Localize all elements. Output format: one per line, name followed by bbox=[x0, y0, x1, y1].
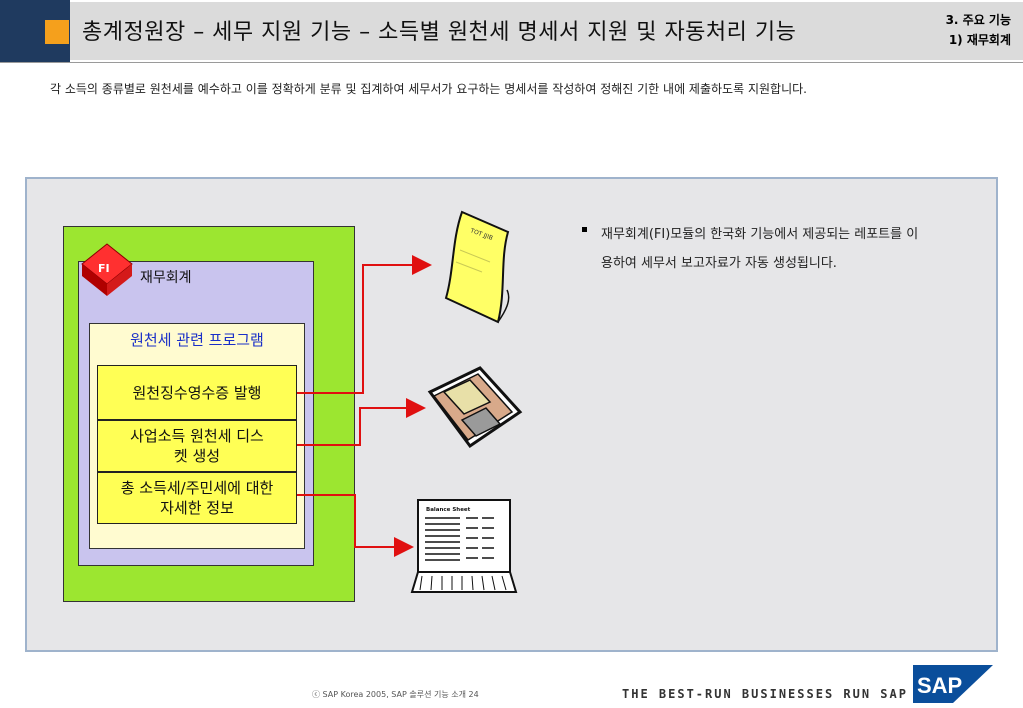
sap-logo: SAP bbox=[913, 665, 993, 703]
program-item: 총 소득세/주민세에 대한 자세한 정보 bbox=[97, 472, 297, 524]
module-badge: FI bbox=[98, 262, 110, 275]
section-line-2: 1) 재무회계 bbox=[948, 33, 1011, 47]
copyright-text: ⓒ SAP Korea 2005, SAP 솔루션 기능 소개 24 bbox=[312, 690, 479, 699]
program-label: 사업소득 원천세 디스켓 생성 bbox=[130, 427, 264, 465]
sap-logo-text: SAP bbox=[917, 673, 962, 698]
bullet-icon bbox=[582, 227, 587, 232]
description-text: 각 소득의 종류별로 원천세를 예수하고 이를 정확하게 분류 및 집계하여 세… bbox=[50, 82, 807, 96]
footer-tagline: THE BEST-RUN BUSINESSES RUN SAP bbox=[622, 687, 908, 701]
title-band bbox=[0, 2, 1023, 60]
fi-cube-icon bbox=[81, 243, 133, 296]
section-line-1: 3. 주요 기능 bbox=[945, 13, 1011, 27]
programs-title: 원천세 관련 프로그램 bbox=[130, 331, 264, 349]
program-item: 원천징수영수증 발행 bbox=[97, 365, 297, 420]
program-item: 사업소득 원천세 디스켓 생성 bbox=[97, 420, 297, 472]
program-label: 총 소득세/주민세에 대한 자세한 정보 bbox=[120, 479, 274, 517]
module-title: 재무회계 bbox=[140, 270, 192, 286]
bullet-text: 재무회계(FI)모듈의 한국화 기능에서 제공되는 레포트를 이용하여 세무서 … bbox=[601, 227, 919, 271]
title-marker-icon bbox=[45, 20, 69, 44]
program-label: 원천징수영수증 발행 bbox=[132, 383, 262, 402]
section-indicator: 3. 주요 기능 1) 재무회계 bbox=[946, 10, 1011, 50]
page-title: 총계정원장 – 세무 지원 기능 – 소득별 원천세 명세서 지원 및 자동처리… bbox=[82, 20, 797, 45]
header-divider bbox=[0, 62, 1023, 63]
